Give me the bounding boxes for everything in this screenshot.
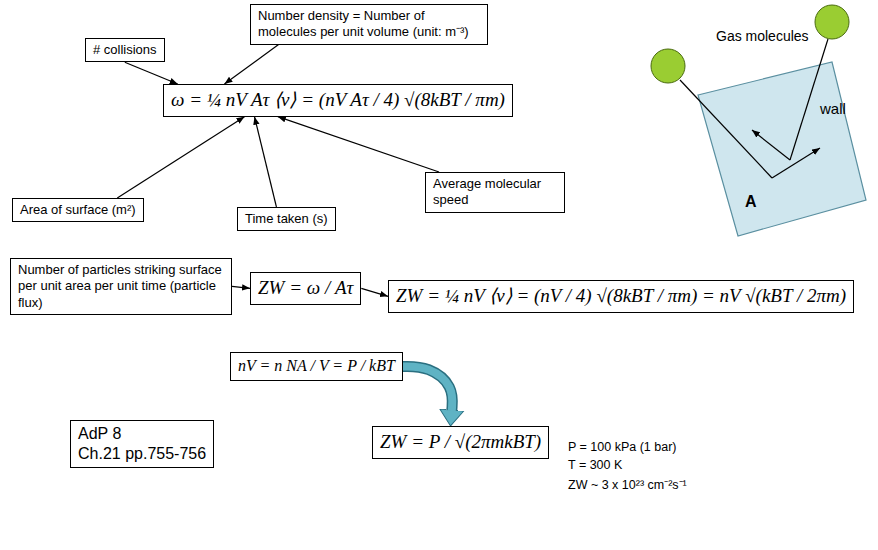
annotation-text: Number density = Number of molecules per… [258,8,480,41]
annotation-text: Time taken (s) [245,211,328,227]
annotation-text: AdP 8 [78,424,206,444]
arrow-line [254,117,276,207]
arrow-outline [403,366,452,411]
trajectory-line [752,130,790,160]
wall-label: wall [820,100,846,117]
arrow-line [361,288,388,296]
formula-text: ω = ¼ nV Aτ ⟨v⟩ = (nV Aτ / 4) √(8kBT / π… [171,88,505,113]
annotation-text: Ch.21 pp.755-756 [78,444,206,464]
annotation-box: Number density = Number of molecules per… [250,4,488,45]
arrow-line [125,62,178,84]
pointer-arrow [361,288,388,296]
formula-box: nV = n NA / V = P / kBT [230,352,403,381]
substitution-arrow [403,366,452,411]
wall-plane [698,62,866,236]
illustration-label: Gas molecules [716,28,809,44]
formula-text: ZW = ¼ nV ⟨v⟩ = (nV / 4) √(8kBT / πm) = … [396,284,846,309]
annotation-box: Area of surface (m²) [12,198,144,222]
formula-box: ZW = P / √(2πmkBT) [372,426,549,459]
condition-note: P = 100 kPa (1 bar) [568,440,677,454]
trajectory-line [772,148,820,178]
arrow-line [117,117,244,198]
result-note: ZW ~ 3 x 10²³ cm⁻²s⁻¹ [568,476,687,493]
trajectory-line [790,39,828,160]
formula-box: ZW = ω / Aτ [250,272,361,305]
annotation-text: Average molecular speed [433,176,557,209]
gas-molecule [651,49,685,83]
arrow-line [278,117,439,172]
formula-box: ZW = ¼ nV ⟨v⟩ = (nV / 4) √(8kBT / πm) = … [388,280,854,313]
reference-box: AdP 8Ch.21 pp.755-756 [70,420,214,468]
annotation-box: Number of particles striking surface per… [10,258,232,315]
arrow-line [224,45,278,85]
annotation-box: # collisions [85,38,165,62]
annotation-box: Average molecular speed [425,172,565,213]
condition-note: T = 300 K [568,458,622,472]
formula-text: ZW = P / √(2πmkBT) [380,430,541,455]
formula-text: nV = n NA / V = P / kBT [238,356,395,377]
formula-text: ZW = ω / Aτ [258,276,353,301]
arrow-line [232,286,250,288]
annotation-text: Number of particles striking surface per… [18,262,224,311]
pointer-arrow [125,62,178,84]
pointer-arrow [232,286,250,288]
arrow-body [403,366,452,411]
wall-label: A [745,193,757,211]
annotation-box: Time taken (s) [237,207,336,231]
pointer-arrow [224,45,278,85]
formula-box: ω = ¼ nV Aτ ⟨v⟩ = (nV Aτ / 4) √(8kBT / π… [163,84,513,117]
pointer-arrow [117,117,244,198]
pointer-arrow [278,117,439,172]
annotation-text: # collisions [93,42,157,58]
pointer-arrow [254,117,276,207]
annotation-text: Area of surface (m²) [20,202,136,218]
gas-molecule [815,5,849,39]
trajectory-line [680,80,772,178]
